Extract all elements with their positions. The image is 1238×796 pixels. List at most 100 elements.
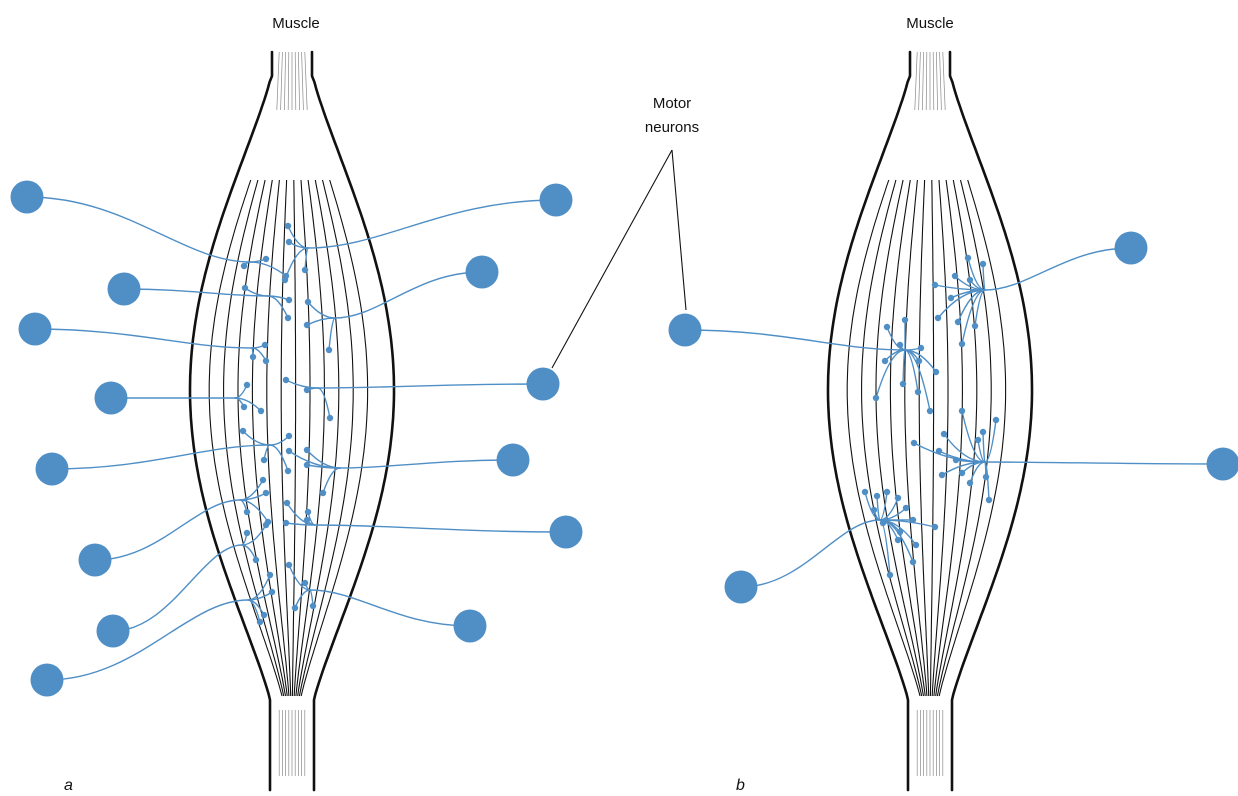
muscle-fiber-b-3: [875, 179, 925, 697]
muscle-fiber-b-4: [889, 179, 926, 697]
neuron-cell-body-a-13: [549, 515, 583, 549]
motor-end-plate-a-5-3: [260, 456, 268, 464]
motor-end-plate-a-14-1: [285, 561, 293, 569]
motor-end-plate-a-12-3: [303, 461, 311, 469]
tendon-fiber-top-b-8: [939, 51, 942, 111]
axon-b-2: [984, 247, 1132, 291]
axon-branch-b-3-10: [969, 461, 986, 484]
muscle-label-b: Muscle: [906, 15, 954, 32]
motor-end-plate-b-3-4: [940, 430, 948, 438]
axon-branch-b-1-11: [904, 349, 931, 412]
muscle-fiber-a-10: [297, 179, 340, 697]
motor-neuron-a-14: [285, 561, 487, 643]
motor-end-plate-a-10-2: [325, 346, 333, 354]
motor-end-plate-a-9-2: [281, 276, 289, 284]
motor-end-plate-a-13-3: [304, 508, 312, 516]
motor-end-plate-a-2-2: [285, 296, 293, 304]
neuron-cell-body-a-14: [453, 609, 487, 643]
motor-end-plate-b-1-5: [915, 357, 923, 365]
motor-end-plate-b-4-14: [870, 506, 878, 514]
axon-a-9: [307, 199, 557, 249]
axon-branch-b-4-12: [879, 519, 914, 563]
tendon-fiber-top-a-4: [287, 51, 290, 111]
motor-neuron-b-1: [668, 313, 940, 415]
motor-neurons-b: [668, 231, 1238, 604]
neuron-cell-body-b-1: [668, 313, 702, 347]
motor-neuron-a-10: [303, 255, 499, 354]
motor-end-plate-a-13-4: [303, 516, 311, 524]
axon-a-3: [34, 328, 253, 349]
motor-end-plate-b-3-2: [992, 416, 1000, 424]
motor-end-plate-b-2-8: [954, 318, 962, 326]
motor-end-plate-b-4-13: [886, 571, 894, 579]
motor-end-plate-a-4-3: [240, 403, 248, 411]
muscle-fiber-a-5: [266, 179, 290, 697]
axon-branch-b-2-10: [961, 289, 986, 345]
motor-end-plate-a-1-2: [240, 262, 248, 270]
axon-branch-b-3-1: [961, 410, 986, 463]
axon-a-11: [317, 383, 544, 389]
tendon-fiber-top-b-1: [914, 51, 918, 111]
tendon-fiber-top-a-7: [298, 51, 300, 111]
neuron-cell-body-a-9: [539, 183, 573, 217]
motor-neurons-label-line1: Motor: [653, 95, 691, 112]
motor-neuron-a-1: [10, 180, 290, 280]
axon-branch-a-12-1: [288, 450, 341, 469]
tendon-fiber-top-a-8: [301, 51, 304, 111]
motor-end-plate-a-5-1: [285, 432, 293, 440]
motor-end-plate-b-2-9: [971, 322, 979, 330]
panel-a: [188, 50, 396, 792]
motor-end-plate-b-4-10: [912, 541, 920, 549]
muscle-fiber-a-1: [208, 179, 283, 697]
motor-end-plate-b-2-10: [958, 340, 966, 348]
tendon-fiber-top-b-4: [925, 51, 928, 111]
motor-end-plate-b-3-10: [966, 479, 974, 487]
axon-branch-b-1-8: [875, 349, 906, 399]
motor-end-plate-a-9-1: [284, 222, 292, 230]
muscle-fiber-b-11: [936, 179, 992, 697]
muscle-fiber-b-5: [904, 179, 928, 697]
motor-end-plate-a-5-2: [239, 427, 247, 435]
muscle-fiber-b-2: [861, 179, 923, 697]
motor-end-plate-b-1-9: [932, 368, 940, 376]
muscle-outline-left-b: [826, 50, 912, 792]
motor-end-plate-b-4-1: [861, 488, 869, 496]
axon-branch-b-3-3: [982, 431, 986, 463]
neuron-cell-body-a-2: [107, 272, 141, 306]
motor-end-plate-a-12-2: [303, 446, 311, 454]
tendon-fiber-top-b-7: [936, 51, 938, 111]
motor-end-plate-b-4-3: [883, 488, 891, 496]
neuron-cell-body-a-1: [10, 180, 44, 214]
neuron-cell-body-b-3: [1206, 447, 1238, 481]
neuron-cell-body-a-10: [465, 255, 499, 289]
motor-end-plate-a-3-2: [262, 357, 270, 365]
muscle-fiber-a-6: [280, 179, 292, 697]
axon-a-12: [339, 459, 514, 469]
motor-neuron-a-12: [285, 443, 530, 497]
motor-end-plate-b-3-11: [985, 496, 993, 504]
motor-end-plate-b-4-12: [909, 558, 917, 566]
motor-end-plate-b-1-2: [901, 316, 909, 324]
motor-end-plate-b-1-10: [914, 388, 922, 396]
axon-branch-b-4-11: [879, 519, 936, 528]
axon-branch-a-10-2: [328, 317, 336, 351]
motor-end-plate-a-6-2: [259, 476, 267, 484]
motor-end-plate-a-2-3: [284, 314, 292, 322]
motor-end-plate-b-2-5: [947, 294, 955, 302]
motor-end-plate-a-6-1: [262, 489, 270, 497]
muscle-fiber-b-12: [938, 179, 1007, 697]
muscle-outline-left-a: [188, 50, 274, 792]
axon-branch-b-3-2: [984, 419, 997, 463]
motor-end-plate-a-12-1: [285, 447, 293, 455]
muscle-fiber-b-8: [931, 179, 949, 697]
axon-branch-b-2-9: [974, 289, 986, 327]
muscle-fiber-b-9: [933, 179, 963, 697]
motor-end-plate-a-14-4: [309, 602, 317, 610]
axon-a-10: [334, 271, 483, 319]
motor-neurons-label-line2: neurons: [645, 119, 699, 136]
motor-end-plate-a-3-3: [249, 353, 257, 361]
muscle-fiber-a-4: [251, 179, 288, 697]
tendon-fiber-top-a-2: [280, 51, 283, 111]
motor-end-plate-b-3-8: [938, 471, 946, 479]
